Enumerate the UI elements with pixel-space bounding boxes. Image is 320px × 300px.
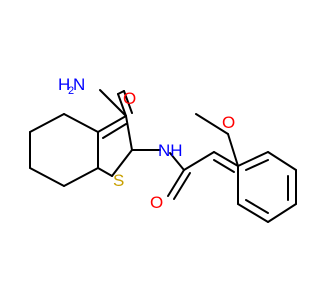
bond-carboxamide-c-o-2 [123,90,133,114]
bond-thiophene-1 [97,115,127,133]
molecule-canvas: N H 2 O NH S O O [29,75,297,223]
bond-cyclohexane-5 [63,167,99,187]
bond-benzene-6 [237,151,269,167]
bond-benzene-2 [237,203,269,223]
bond-vinyl-1 [183,151,215,171]
bond-vinyl-2 [213,151,239,167]
bond-thiophene-1b [102,123,127,139]
bond-carbonyl-o-2 [173,172,191,200]
molecule-structure: N H 2 O NH S O O [29,75,297,223]
bond-methoxy-o-to-methyl [195,113,229,135]
bond-group [29,89,297,223]
amide-nh2-n-label: N [73,75,85,94]
bond-benzene-inner-3 [245,159,269,171]
bond-thiophene-2 [125,115,133,151]
methoxy-oxygen-label: O [222,113,235,132]
bond-cyclohexane-3 [63,113,99,133]
amide-nh2-h-label: H [58,75,70,94]
bond-cyclohexane-2 [29,113,65,133]
bond-thiophene-3 [111,149,133,177]
amide-nh2-subscript-label: 2 [68,85,74,97]
bond-benzene-to-methoxy-o [227,133,239,167]
bond-carboxamide-c-o-1 [117,93,127,117]
bond-nh-to-carbonyl [169,152,185,171]
bond-vinyl-2b [213,159,235,173]
acyl-oxygen-label: O [150,193,163,212]
bond-carboxamide-c-o-3 [117,90,125,95]
bond-cyclohexane-6 [29,167,65,187]
bond-thiophene-4 [97,167,113,177]
atom-label-group: N H 2 O NH S O O [58,75,235,212]
bond-carboxamide-c-n [99,89,127,117]
sulfur-label: S [113,171,124,190]
bond-benzene-3 [267,203,297,223]
amide-oxygen-label: O [123,89,136,108]
bond-benzene-5 [267,151,297,171]
amide-nh-label: NH [158,141,183,160]
bond-carbonyl-o-1 [167,169,185,197]
bond-benzene-inner-1 [245,199,269,214]
